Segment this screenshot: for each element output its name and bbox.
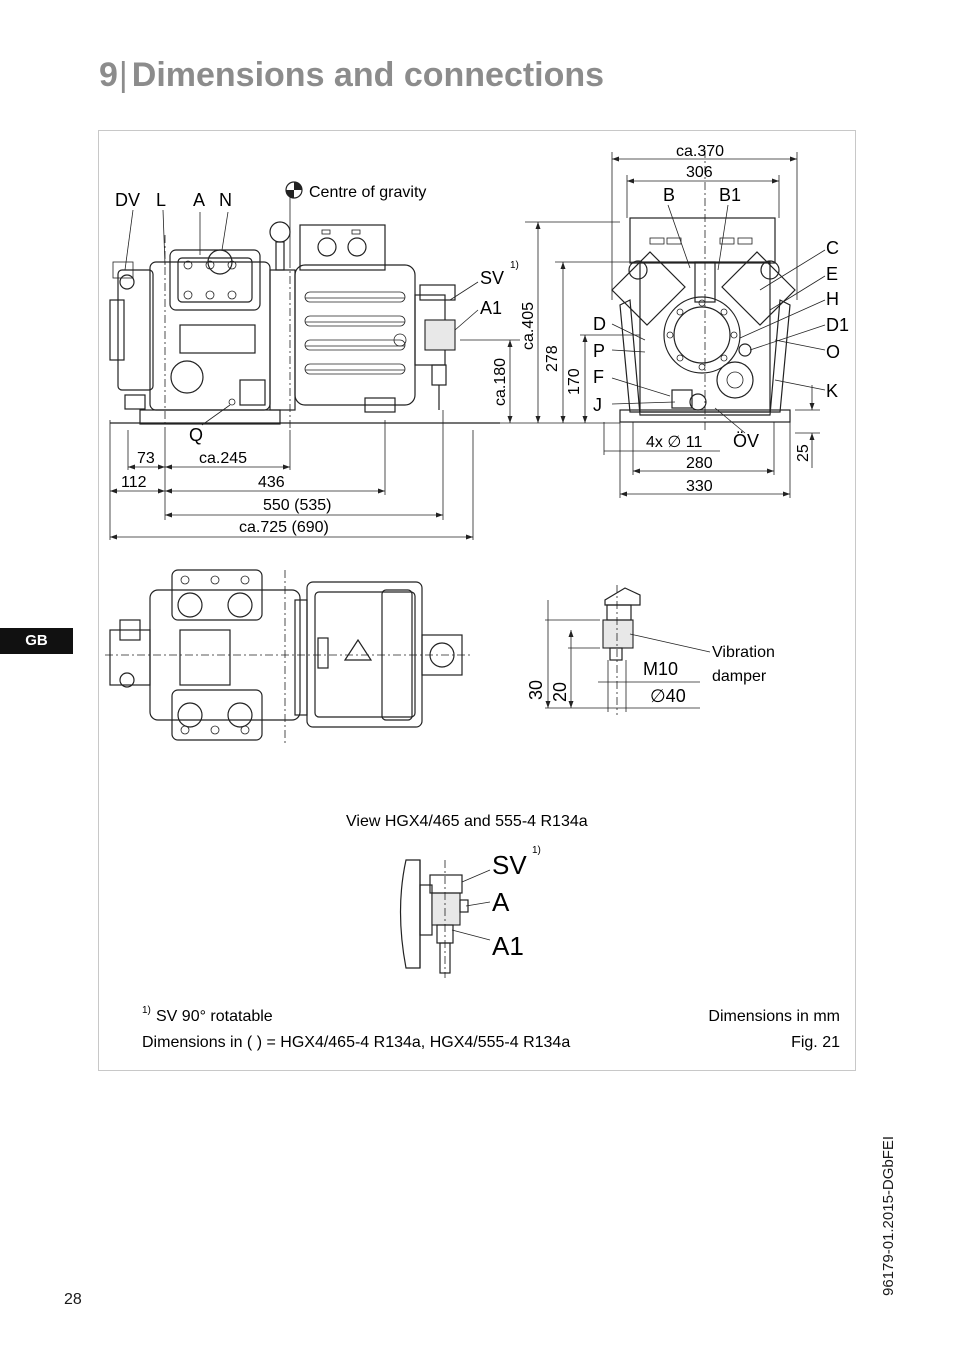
- document-id: 96179-01.2015-DGbFEI: [880, 1135, 897, 1296]
- side-view-dimension-lines: [109, 221, 620, 540]
- detail-label-sv: SV: [492, 850, 527, 880]
- label-b: B: [663, 185, 675, 205]
- view-caption: View HGX4/465 and 555-4 R134a: [346, 813, 588, 830]
- footnote-marker: 1): [142, 1005, 151, 1016]
- top-view-drawing: [105, 569, 470, 745]
- dim-306: 306: [686, 164, 713, 181]
- section-title: Dimensions and connections: [131, 56, 605, 94]
- label-e: E: [826, 264, 838, 284]
- dim-d40: ∅40: [650, 686, 686, 706]
- dim-30: 30: [526, 680, 546, 700]
- detail-view-drawing: [399, 859, 491, 978]
- label-c: C: [826, 238, 839, 258]
- label-b1: B1: [719, 185, 741, 205]
- detail-label-a1: A1: [492, 931, 524, 961]
- label-n: N: [219, 190, 232, 210]
- dim-25: 25: [795, 444, 812, 462]
- damper-label-line2: damper: [712, 668, 767, 685]
- label-o: O: [826, 342, 840, 362]
- figure-ref: Fig. 21: [791, 1034, 840, 1051]
- damper-label-line1: Vibration: [712, 644, 775, 661]
- front-view-dimension-lines: [540, 152, 820, 498]
- dim-20: 20: [550, 682, 570, 702]
- figure-frame: [98, 130, 856, 1071]
- dim-436: 436: [258, 474, 285, 491]
- dim-280: 280: [686, 455, 713, 472]
- dim-278: 278: [544, 345, 561, 372]
- detail-label-sv-note: 1): [532, 845, 541, 856]
- label-f: F: [593, 367, 604, 387]
- page-number: 28: [64, 1291, 82, 1308]
- label-ov: ÖV: [733, 431, 759, 451]
- dim-725: ca.725 (690): [239, 519, 329, 536]
- label-k: K: [826, 381, 838, 401]
- label-d: D: [593, 314, 606, 334]
- dim-405: ca.405: [520, 302, 537, 350]
- dim-245: ca.245: [199, 450, 247, 467]
- section-number: 9: [99, 56, 118, 94]
- dim-370: ca.370: [676, 143, 724, 160]
- side-view-drawing: [109, 181, 500, 430]
- label-dv: DV: [115, 190, 140, 210]
- label-sv-note: 1): [510, 260, 519, 271]
- page-title: 9|Dimensions and connections: [99, 56, 605, 94]
- dim-112: 112: [121, 474, 147, 491]
- dim-170: 170: [566, 368, 583, 395]
- units-note: Dimensions in mm: [708, 1008, 840, 1025]
- footnote-line1: SV 90° rotatable: [156, 1008, 273, 1025]
- label-j: J: [593, 395, 602, 415]
- label-a: A: [193, 190, 205, 210]
- front-view-drawing: [611, 150, 826, 434]
- label-d1: D1: [826, 315, 849, 335]
- label-sv: SV: [480, 268, 504, 288]
- detail-label-a: A: [492, 887, 510, 917]
- language-tab: GB: [0, 628, 73, 654]
- label-q: Q: [189, 425, 203, 445]
- label-p: P: [593, 341, 605, 361]
- label-a1: A1: [480, 298, 502, 318]
- dim-73: 73: [137, 450, 155, 467]
- vibration-damper-drawing: [545, 585, 711, 715]
- dim-4x11: 4x ∅ 11: [646, 434, 702, 451]
- footnote-line2: Dimensions in ( ) = HGX4/465-4 R134a, HG…: [142, 1034, 570, 1051]
- label-h: H: [826, 289, 839, 309]
- dim-180: ca.180: [492, 358, 509, 406]
- dim-m10: M10: [643, 659, 678, 679]
- centre-of-gravity-label: Centre of gravity: [309, 184, 426, 201]
- dim-550: 550 (535): [263, 497, 332, 514]
- dim-330: 330: [686, 478, 713, 495]
- label-l: L: [156, 190, 166, 210]
